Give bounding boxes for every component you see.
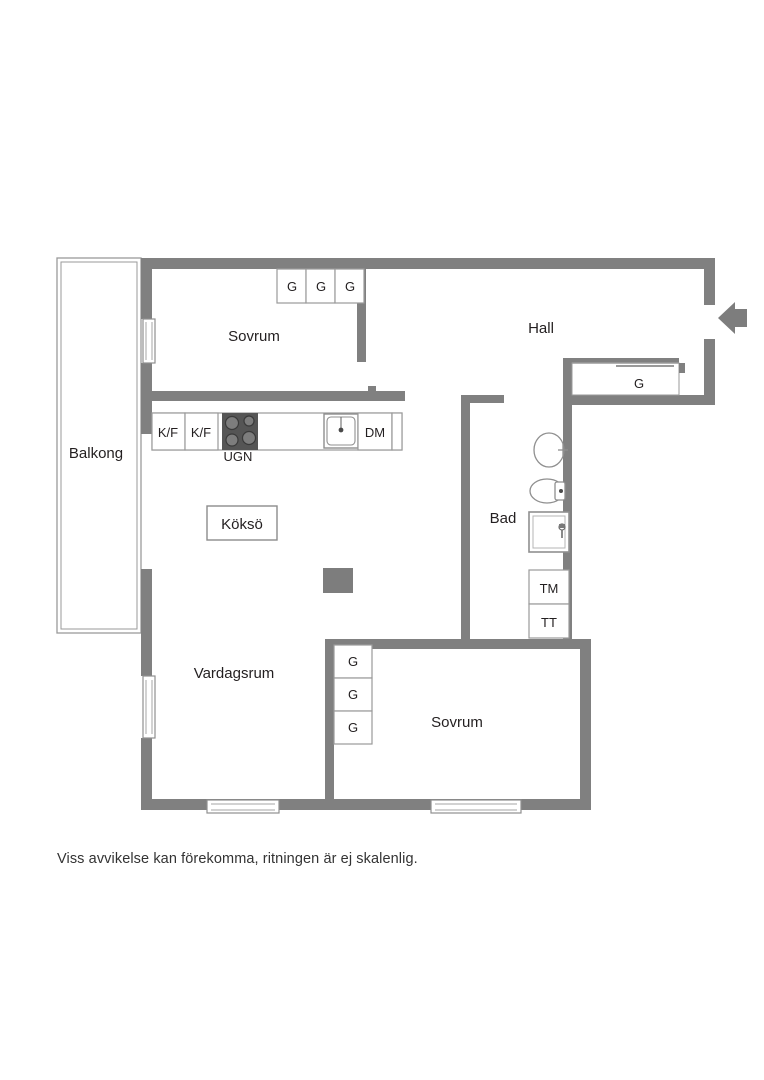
label-kf-2: K/F — [191, 425, 211, 440]
label-g-top-2: G — [316, 279, 326, 294]
room-labels: Balkong Sovrum Hall Bad Vardagsrum Sovru… — [69, 320, 554, 731]
plan-disclaimer-caption: Viss avvikelse kan förekomma, ritningen … — [57, 851, 418, 867]
label-dm: DM — [365, 425, 385, 440]
window-bedroom-bottom — [430, 799, 522, 814]
window-bedroom-left — [142, 318, 156, 364]
bathroom-fixtures — [528, 432, 570, 639]
label-g-top-3: G — [345, 279, 355, 294]
room-label-bad: Bad — [490, 510, 517, 527]
windows — [142, 318, 522, 814]
entrance-arrow — [718, 302, 747, 334]
stove-icon — [222, 413, 258, 450]
window-living-bottom — [206, 799, 280, 814]
room-label-balkong: Balkong — [69, 445, 123, 462]
washbasin-icon — [533, 432, 568, 468]
kitchen-counter — [151, 412, 403, 451]
wardrobe-group-top-bedroom — [276, 268, 365, 304]
label-kf-1: K/F — [158, 425, 178, 440]
label-g-top-1: G — [287, 279, 297, 294]
label-ugn: UGN — [224, 449, 253, 464]
room-label-vardagsrum: Vardagsrum — [194, 665, 275, 682]
label-g-living-3: G — [348, 720, 358, 735]
walls — [141, 258, 715, 810]
room-label-sovrum-top: Sovrum — [228, 328, 280, 345]
kitchen-sink-icon — [323, 413, 359, 449]
wardrobe-group-hall — [571, 362, 685, 396]
balcony-outline — [56, 257, 142, 634]
wardrobe-group-living-room — [333, 644, 373, 745]
label-tt: TT — [541, 615, 557, 630]
label-g-living-1: G — [348, 654, 358, 669]
room-label-sovrum-bottom: Sovrum — [431, 714, 483, 731]
label-g-hall: G — [634, 376, 644, 391]
wardrobe-labels: G G G G G G G — [287, 279, 644, 735]
kitchen-island — [206, 505, 278, 541]
toilet-icon — [529, 478, 566, 504]
room-label-hall: Hall — [528, 320, 554, 337]
shower-icon — [528, 511, 570, 553]
label-g-living-2: G — [348, 687, 358, 702]
window-living-left — [142, 675, 156, 739]
label-tm: TM — [540, 581, 559, 596]
label-kokso: Köksö — [221, 516, 263, 533]
floor-marker — [323, 568, 353, 593]
fixture-labels: K/F K/F DM UGN Köksö TM TT — [158, 425, 559, 630]
